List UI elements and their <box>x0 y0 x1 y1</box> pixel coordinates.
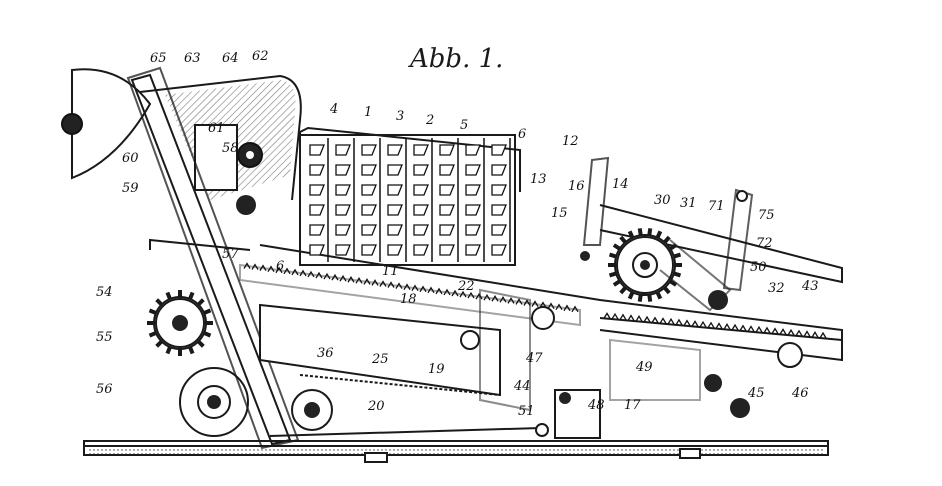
label-50: 50 <box>750 260 767 275</box>
lower-block <box>531 306 701 439</box>
label-49: 49 <box>635 360 653 375</box>
label-72: 72 <box>756 236 773 251</box>
label-48: 48 <box>587 398 605 413</box>
label-12: 12 <box>562 134 579 149</box>
label-59: 59 <box>122 181 139 196</box>
label-64: 64 <box>222 51 239 66</box>
label-63: 63 <box>184 51 201 66</box>
label-65: 65 <box>150 51 167 66</box>
label-15: 15 <box>551 206 568 221</box>
label-54: 54 <box>96 285 113 300</box>
diagonal-lever <box>126 66 300 450</box>
gear-55 <box>147 290 213 356</box>
label-13: 13 <box>530 172 547 187</box>
left-crank-disk <box>61 68 152 180</box>
label-56: 56 <box>96 382 113 397</box>
figure-title: Abb. 1. <box>410 44 504 74</box>
lever-75 <box>722 188 754 292</box>
label-31: 31 <box>680 196 697 211</box>
label-2: 2 <box>425 113 434 128</box>
label-25: 25 <box>371 352 389 367</box>
label-6b: 6 <box>276 259 284 274</box>
label-11: 11 <box>382 264 399 279</box>
counter-wheel-teeth <box>309 138 511 262</box>
label-45: 45 <box>747 386 765 401</box>
label-47: 47 <box>525 351 543 366</box>
lower-frame <box>259 288 531 412</box>
label-16: 16 <box>568 179 585 194</box>
label-55: 55 <box>96 330 113 345</box>
label-20: 20 <box>367 399 385 414</box>
counter-wheels <box>299 134 516 266</box>
rack-teeth <box>243 262 579 313</box>
label-44: 44 <box>513 379 531 394</box>
label-62: 62 <box>252 49 269 64</box>
label-14: 14 <box>612 177 629 192</box>
label-36: 36 <box>317 346 334 361</box>
lever-16 <box>580 156 610 261</box>
label-71: 71 <box>708 199 725 214</box>
label-4: 4 <box>329 102 338 117</box>
main-rack <box>239 262 581 327</box>
label-75: 75 <box>758 208 775 223</box>
label-18: 18 <box>400 292 417 307</box>
label-5: 5 <box>460 118 468 133</box>
label-32: 32 <box>768 281 785 296</box>
label-57: 57 <box>222 247 239 262</box>
spring-rod <box>269 374 549 437</box>
label-60: 60 <box>122 151 139 166</box>
gear-56 <box>179 367 333 437</box>
label-30: 30 <box>654 193 671 208</box>
gear-30 <box>608 228 732 312</box>
label-1: 1 <box>364 105 372 120</box>
label-3: 3 <box>396 109 404 124</box>
label-46: 46 <box>791 386 809 401</box>
main-housing <box>139 74 843 362</box>
label-43: 43 <box>801 279 819 294</box>
label-51: 51 <box>518 404 535 419</box>
base-plate <box>83 440 829 463</box>
label-17: 17 <box>624 398 641 413</box>
right-rack <box>599 312 843 418</box>
label-61: 61 <box>208 121 225 136</box>
label-58: 58 <box>222 141 239 156</box>
label-6a: 6 <box>518 127 526 142</box>
label-19: 19 <box>428 362 445 377</box>
label-22: 22 <box>457 279 475 294</box>
